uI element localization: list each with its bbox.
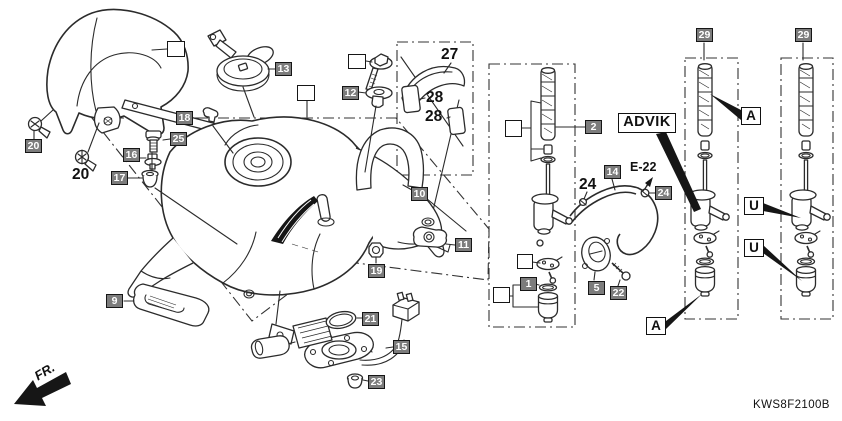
part-label-19[interactable]: 19 [368, 264, 385, 278]
grommet-17-drawing [141, 169, 159, 188]
part-label-15[interactable]: 15 [393, 340, 410, 354]
u-bottom-arrow [763, 245, 802, 281]
a-top-arrow [710, 94, 741, 120]
rivet-20b-drawing [74, 149, 97, 172]
pad-28a-drawing [401, 84, 421, 114]
part-number-28-b[interactable]: 28 [425, 108, 443, 125]
part-label-1[interactable]: 1 [520, 277, 537, 291]
callout-box-cover [167, 41, 185, 57]
petcock-assembly-u-drawing [789, 63, 831, 297]
bolt-22-drawing [611, 262, 631, 281]
o-ring-21-drawing [325, 310, 357, 330]
nut-19-drawing [368, 242, 384, 258]
part-label-22[interactable]: 22 [610, 286, 627, 300]
part-label-17[interactable]: 17 [111, 171, 128, 185]
part-label-21[interactable]: 21 [362, 312, 379, 326]
petcock-a-box [684, 57, 739, 320]
fuel-pump-drawing [250, 291, 420, 369]
callout-box-bolt [348, 54, 366, 69]
bolt-25-drawing [145, 130, 162, 153]
part-label-9[interactable]: 9 [106, 294, 123, 308]
part-number-27[interactable]: 27 [441, 46, 459, 63]
clip-nut-11-drawing [412, 226, 451, 253]
part-label-16[interactable]: 16 [123, 148, 140, 162]
assembly-boundary-chain-line [90, 117, 490, 322]
front-direction-arrow [14, 372, 71, 406]
part-label-29-b[interactable]: 29 [795, 28, 812, 42]
callout-box-tank [297, 85, 315, 101]
part-number-28-a[interactable]: 28 [426, 89, 444, 106]
section-ref-a-top: A [741, 107, 761, 125]
fuel-hose-14-drawing [569, 184, 659, 256]
e22-arrow [642, 177, 653, 192]
petcock-assembly-a-drawing [688, 63, 730, 297]
part-label-5[interactable]: 5 [588, 281, 605, 295]
part-label-14[interactable]: 14 [604, 165, 621, 179]
cover-5-drawing [581, 236, 611, 272]
part-label-29-a[interactable]: 29 [696, 28, 713, 42]
petcock-u-box [780, 57, 834, 320]
pad-kit-box [396, 41, 474, 176]
part-label-2[interactable]: 2 [585, 120, 602, 134]
petcock-kit-box [488, 63, 576, 328]
pad-28b-drawing [447, 106, 466, 136]
section-ref-u-top: U [744, 197, 764, 215]
part-label-23[interactable]: 23 [368, 375, 385, 389]
clip-18-drawing [202, 107, 219, 123]
a-bottom-arrow [666, 294, 702, 329]
callout-box-strainer [505, 120, 522, 137]
vendor-plate-advik: ADVIK [618, 113, 676, 133]
diagram-code: KWS8F2100B [753, 399, 830, 411]
part-label-10[interactable]: 10 [411, 187, 428, 201]
callout-box-cup-kit [493, 287, 510, 303]
u-top-arrow [763, 203, 801, 218]
fuel-cap-drawing [207, 29, 274, 92]
washer-bolt-16-drawing [144, 153, 162, 170]
callout-box-gasket [517, 254, 533, 269]
wing-logo-decal [271, 196, 318, 244]
bolt-12-drawing [365, 53, 393, 108]
part-label-24[interactable]: 24 [655, 186, 672, 200]
grommet-23-drawing [346, 373, 364, 389]
mount-pad-9-drawing [133, 283, 210, 327]
part-number-24[interactable]: 24 [579, 176, 597, 193]
part-label-25[interactable]: 25 [170, 132, 187, 146]
advik-arrow [656, 132, 701, 212]
section-ref-a-bottom: A [646, 317, 666, 335]
petcock-kit-drawing [531, 67, 573, 323]
front-cover-drawing [46, 8, 233, 137]
part-label-20[interactable]: 20 [25, 139, 42, 153]
part-label-13[interactable]: 13 [275, 62, 292, 76]
part-number-20[interactable]: 20 [72, 166, 90, 183]
part-label-18[interactable]: 18 [176, 111, 193, 125]
rivet-20a-drawing [27, 116, 51, 139]
section-ref-u-bottom: U [744, 239, 764, 257]
leader-lines [33, 42, 804, 382]
part-label-12[interactable]: 12 [342, 86, 359, 100]
part-label-11[interactable]: 11 [455, 238, 472, 252]
connector-ref-e22: E-22 [630, 160, 657, 174]
